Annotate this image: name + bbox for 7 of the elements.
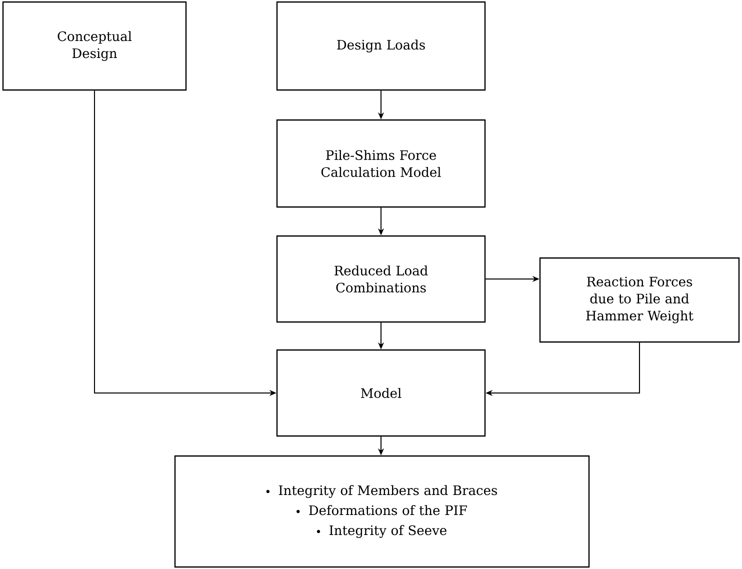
process-box: Reduced Load Combinations xyxy=(276,235,486,323)
process-box: Model xyxy=(276,349,486,437)
process-box: Conceptual Design xyxy=(2,1,187,91)
process-box: Pile-Shims Force Calculation Model xyxy=(276,119,486,208)
process-box: Design Loads xyxy=(276,1,486,91)
process-box: Reaction Forces due to Pile and Hammer Weight xyxy=(539,257,740,343)
outcome-box: Integrity of Members and Braces Deformations of the PIF Integrity of Seeve xyxy=(174,455,590,568)
